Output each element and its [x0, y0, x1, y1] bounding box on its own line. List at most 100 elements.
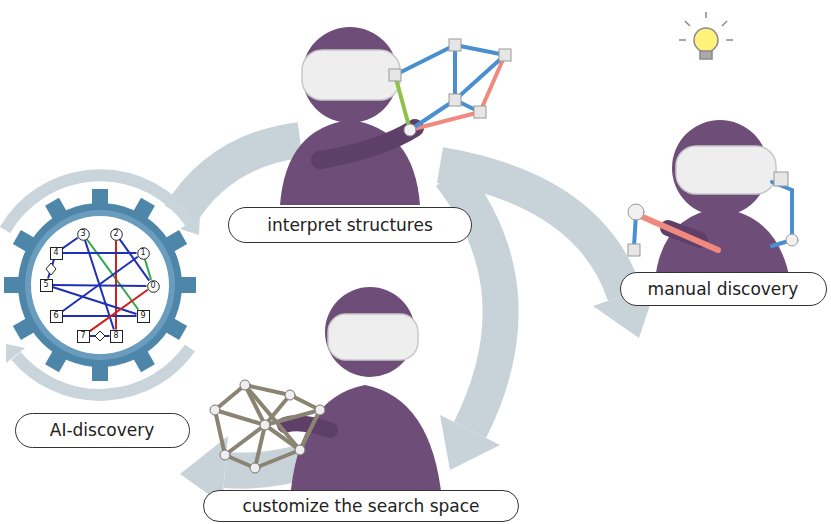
vertex-number: 8: [113, 332, 118, 340]
graph-diamond: [46, 263, 56, 275]
molecule-structure: [628, 204, 644, 220]
vertex-number: 1: [140, 249, 145, 257]
molecule-structure: [449, 94, 461, 106]
person-figure: [328, 314, 418, 360]
person-figure: [285, 423, 330, 430]
search-space-structure: [215, 385, 245, 410]
person-figure: [655, 208, 790, 280]
stage-name: manual discovery: [648, 279, 799, 299]
molecule-structure: [389, 39, 511, 136]
graph-square-node: 9: [137, 310, 150, 323]
gear-loop-arrow: [5, 175, 190, 395]
stage-label: AI-discovery: [15, 413, 190, 448]
graph-circle-node: 1: [137, 247, 150, 260]
circle-outline: [137, 247, 149, 259]
person-figure: [320, 128, 415, 160]
gear-loop-arrowhead: [6, 344, 25, 363]
lightbulb-icon: [705, 12, 707, 18]
molecule-structure: [455, 55, 505, 100]
stage-label: customize the search space: [203, 490, 519, 522]
molecule-structure: [395, 45, 455, 75]
person-figure: [676, 146, 776, 194]
person-figure: [290, 385, 442, 500]
molecule-structure: [389, 69, 401, 81]
search-space-structure: [295, 445, 305, 455]
lightbulb-icon: [685, 21, 690, 26]
vertex-number: 9: [140, 312, 145, 320]
molecule-structure: [499, 49, 511, 61]
circle-outline: [110, 228, 122, 240]
molecule-structure: [449, 39, 461, 51]
search-space-structure: [240, 380, 250, 390]
graph-edge: [63, 238, 78, 249]
gear-loop-arrowhead: [180, 215, 200, 235]
molecule-structure: [410, 100, 455, 130]
cycle-arrowhead: [440, 415, 500, 470]
person-figure: [285, 287, 442, 500]
cycle-arrowhead: [180, 284, 657, 504]
search-space-structure: [210, 380, 325, 473]
graph-edge: [53, 284, 147, 287]
search-space-structure: [220, 450, 230, 460]
molecule-structure: [628, 244, 640, 256]
person-figure: [302, 50, 400, 100]
stage-label: interpret structures: [228, 207, 472, 243]
molecule-structure: [774, 172, 788, 186]
vertex-number: 4: [53, 249, 58, 257]
gear: [31, 216, 169, 354]
graph-square-node: 8: [110, 330, 123, 343]
search-space-structure: [210, 380, 325, 473]
gear: [4, 189, 196, 381]
vertex-number: 3: [80, 230, 85, 238]
graph-square-node: 6: [50, 310, 63, 323]
search-space-structure: [315, 405, 325, 415]
molecule-structure: [395, 75, 410, 130]
person-figure: [280, 120, 420, 205]
search-space-structure: [225, 425, 265, 455]
molecule-structure: [480, 55, 505, 112]
graph-circle-node: 3: [77, 228, 90, 241]
lightbulb-icon: [700, 51, 712, 59]
molecule-structure: [636, 214, 718, 250]
graph-square-node: 4: [50, 247, 63, 260]
search-space-structure: [255, 450, 300, 468]
vertex-number: 0: [150, 282, 155, 290]
stage-label: manual discovery: [620, 272, 827, 306]
search-space-structure: [245, 385, 300, 450]
stage-name: customize the search space: [242, 496, 479, 516]
stage-name: interpret structures: [267, 215, 433, 235]
stage-name: AI-discovery: [50, 420, 154, 440]
graph-edge: [120, 239, 149, 280]
graph-square-node: 7: [77, 330, 90, 343]
lightbulb-icon: [726, 39, 733, 41]
vertex-number: 6: [53, 312, 58, 320]
search-space-structure: [250, 463, 260, 473]
search-space-structure: [210, 405, 220, 415]
graph-edge: [63, 252, 137, 254]
graph-edge: [53, 287, 137, 314]
lightbulb-icon: [679, 12, 733, 59]
search-space-structure: [215, 410, 225, 455]
gear: [18, 203, 182, 367]
molecule-structure: [628, 172, 798, 256]
graph-circle-node: 0: [147, 280, 160, 293]
person-figure: [655, 120, 790, 280]
molecule-structure: [474, 106, 486, 118]
graph-diamond: [46, 263, 105, 341]
graph-circle-node: 2: [110, 228, 123, 241]
molecule-structure: [786, 234, 798, 246]
person-figure: [280, 27, 420, 205]
graph-edge: [63, 315, 137, 317]
circle-outline: [147, 280, 159, 292]
gear: [25, 210, 175, 360]
vertex-number: 7: [80, 332, 85, 340]
molecule-structure: [404, 124, 416, 136]
circle-outline: [77, 228, 89, 240]
lightbulb-icon: [679, 39, 686, 41]
graph-diamond: [95, 331, 105, 341]
molecule-structure: [455, 45, 505, 55]
graph-square-node: 5: [40, 279, 53, 292]
molecule-structure: [453, 45, 457, 100]
search-space-structure: [285, 390, 295, 400]
